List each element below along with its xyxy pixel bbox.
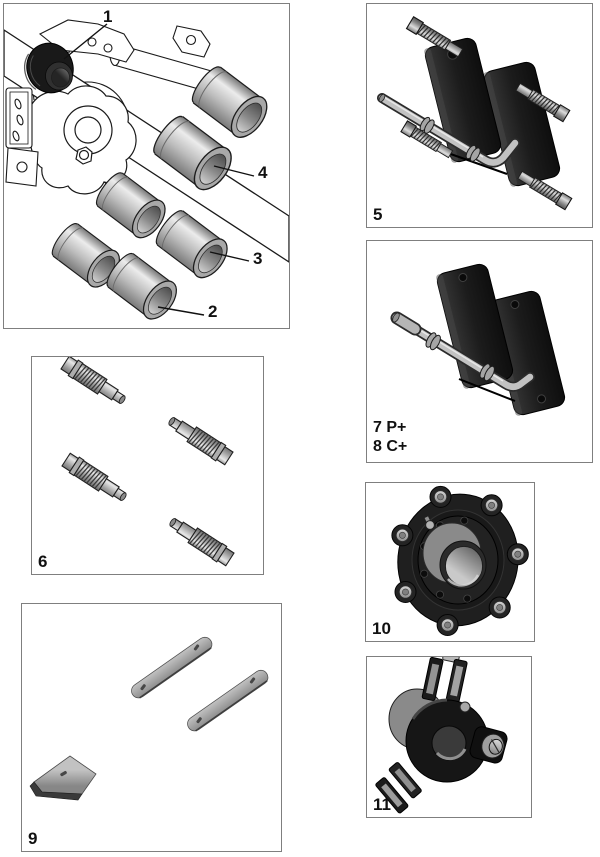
panel-hub-flange: 10 (365, 482, 535, 642)
knuckle-drawing (375, 657, 508, 814)
part-number-11: 11 (373, 795, 391, 815)
part-number-7: 7 P+ (373, 419, 407, 436)
part-number-7-8: 7 P+ 8 C+ (373, 418, 407, 456)
panel-plates: 9 (21, 603, 282, 852)
dark-bushing-item1 (24, 42, 74, 94)
knuckle-top-clamp (421, 657, 468, 704)
axle-assembly-drawing (4, 19, 289, 326)
callout-label-3: 3 (253, 249, 263, 268)
hub-flange-drawing (391, 485, 529, 636)
callout-label-1: 1 (103, 7, 113, 26)
part-number-6: 6 (38, 552, 48, 572)
stud-4 (165, 512, 236, 568)
stud-2 (164, 411, 235, 467)
puller-plates (434, 261, 568, 418)
puller-pin (377, 93, 520, 168)
callout-label-2: 2 (208, 302, 218, 321)
studs-drawing (59, 357, 236, 568)
axle-bracket (5, 87, 39, 187)
hub-bearing-bore (422, 522, 487, 590)
puller-pin (390, 311, 535, 392)
stud-1 (59, 357, 130, 410)
grease-nipple (423, 515, 435, 530)
knuckle-body (405, 698, 489, 783)
part-number-10: 10 (372, 619, 391, 639)
hub-bolt-lobes (391, 485, 529, 636)
wear-plate-1 (127, 633, 216, 702)
puller-double-drawing (377, 16, 573, 211)
knuckle-bolt-boss (469, 726, 508, 764)
puller-single-drawing (390, 261, 568, 418)
callout-label-4: 4 (258, 163, 268, 182)
wear-plate-2 (183, 666, 272, 735)
panel-studs: 6 (31, 356, 264, 575)
bracket-plate (29, 755, 97, 801)
panel-puller-double: 5 (366, 3, 593, 228)
knuckle-bottom-clamp (375, 762, 422, 814)
pin-collars (425, 332, 495, 382)
panel-puller-single: 7 P+ 8 C+ (366, 240, 593, 463)
panel-axle-bushings: 1 4 3 2 (3, 3, 290, 329)
stud-3 (60, 451, 131, 507)
part-number-5: 5 (373, 205, 383, 225)
part-number-9: 9 (28, 829, 38, 849)
axle-housing-front (28, 85, 137, 195)
part-number-8: 8 C+ (373, 438, 408, 455)
pin-collars (419, 116, 481, 162)
callout-leader-lines (63, 23, 255, 316)
panel-knuckle: 11 (366, 656, 532, 818)
plates-drawing (29, 633, 272, 801)
